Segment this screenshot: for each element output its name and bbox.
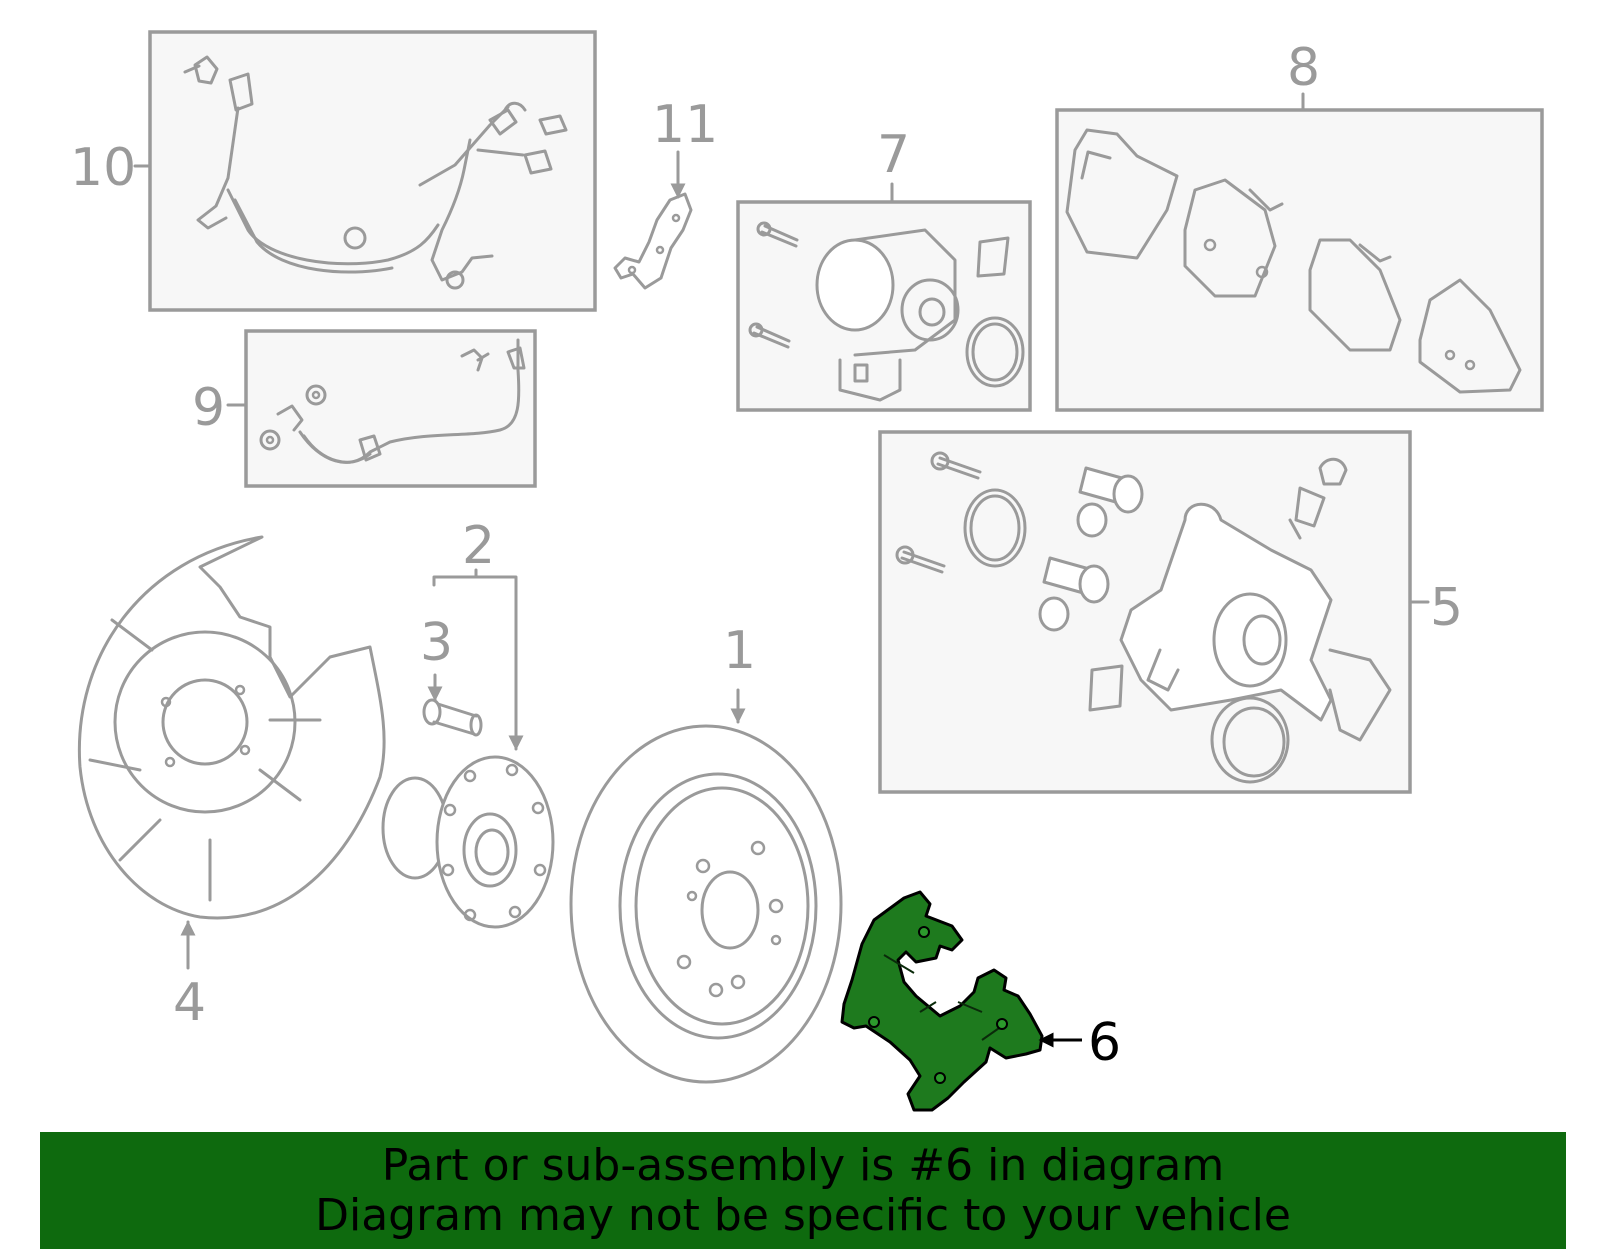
callout-2: 2: [462, 516, 495, 576]
part-8-brake-pads: [1055, 108, 1544, 412]
part-5-caliper-assembly: [878, 430, 1412, 794]
part-11-bracket: [613, 192, 693, 290]
part-2-hub-assembly: [381, 755, 555, 929]
callout-4: 4: [173, 973, 206, 1033]
callout-9: 9: [192, 378, 225, 438]
callout-8: 8: [1287, 38, 1320, 98]
part-3-hub-bolt: [422, 698, 483, 737]
callout-5: 5: [1430, 578, 1463, 638]
part-1-brake-rotor: [569, 724, 843, 1084]
part-4-splash-shield: [77, 535, 386, 920]
info-banner: Part or sub-assembly is #6 in diagram Di…: [40, 1132, 1566, 1249]
part-10-abs-harness: [148, 30, 597, 312]
callout-6: 6: [1088, 1013, 1121, 1073]
callout-11: 11: [652, 95, 718, 155]
banner-line-1: Part or sub-assembly is #6 in diagram: [381, 1139, 1225, 1191]
part-6-caliper-bracket: [840, 890, 1044, 1112]
callout-1: 1: [723, 621, 756, 681]
callout-7: 7: [877, 125, 910, 185]
callout-10: 10: [70, 138, 136, 198]
callout-3: 3: [420, 613, 453, 673]
part-9-brake-hose: [244, 329, 537, 488]
part-7-caliper-motor: [736, 200, 1032, 412]
banner-line-2: Diagram may not be specific to your vehi…: [315, 1189, 1291, 1241]
